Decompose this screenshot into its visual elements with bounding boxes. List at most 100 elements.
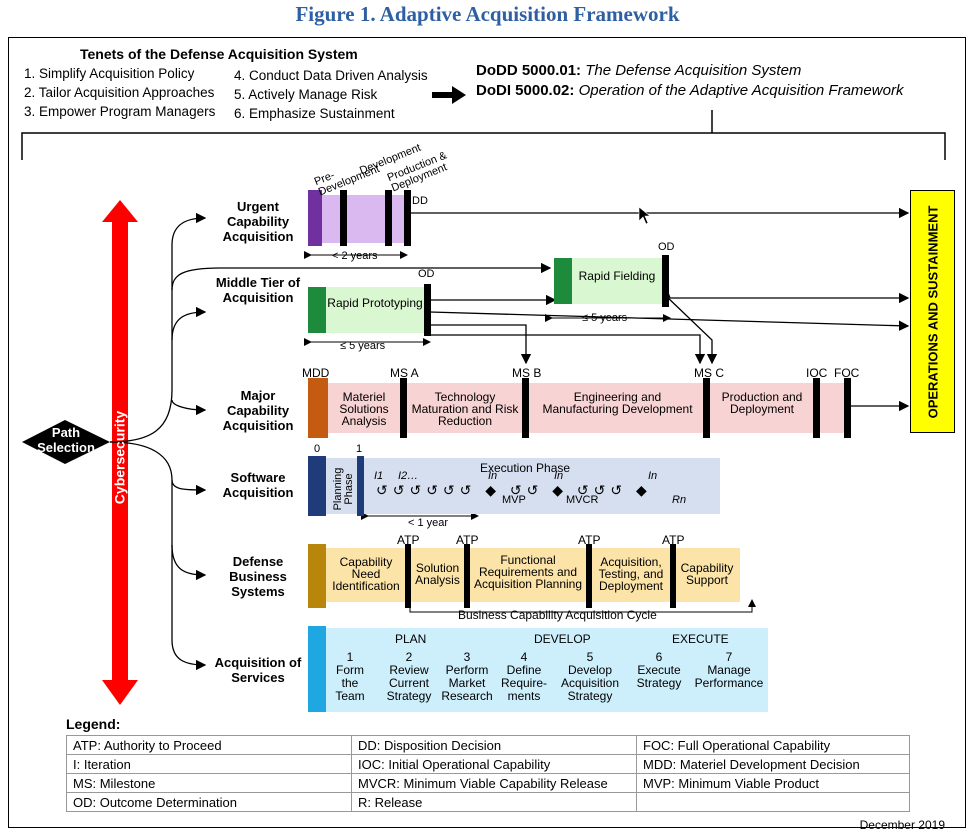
tenets-heading: Tenets of the Defense Acquisition System: [80, 46, 358, 62]
dbs-phase: Acquisition, Testing, and Deployment: [598, 555, 664, 593]
sw-i1: I1: [374, 470, 384, 482]
od-label: OD: [418, 268, 435, 280]
sw-bar: [326, 458, 720, 514]
path-selection-label: Path Selection: [37, 425, 95, 455]
cybersecurity-label: Cybersecurity: [111, 410, 128, 505]
urgent-tick: [404, 190, 411, 246]
urgent-bar: [322, 195, 410, 243]
legend-cell: MVP: Minimum Viable Product: [636, 773, 910, 793]
figure-title: Figure 1. Adaptive Acquisition Framework: [295, 2, 680, 26]
atp-label: ATP: [662, 533, 685, 547]
services-header: EXECUTE: [672, 632, 729, 646]
bracket: [21, 110, 946, 160]
major-label: Major Capability Acquisition: [222, 388, 294, 433]
legend-cell: MDD: Materiel Development Decision: [636, 754, 910, 774]
milestone-label: IOC: [806, 366, 828, 380]
tenet-item: 3. Empower Program Managers: [24, 104, 216, 119]
milestone-label: MS B: [512, 366, 542, 380]
mta-label: Middle Tier of Acquisition: [215, 275, 301, 305]
rp-label: Rapid Prototyping: [327, 296, 423, 310]
milestone-label: MS C: [694, 366, 724, 380]
rf-duration: ≤ 5 years: [582, 312, 628, 324]
legend-cell: IOC: Initial Operational Capability: [351, 754, 637, 774]
dbs-phase: Capability Support: [680, 561, 734, 587]
tenet-item: 5. Actively Manage Risk: [234, 87, 378, 102]
dodi-title: Operation of the Adaptive Acquisition Fr…: [578, 82, 904, 99]
milestone-label: MDD: [302, 366, 330, 380]
operations-box: OPERATIONS AND SUSTAINMENT: [910, 190, 955, 433]
dbs-phase: Capability Need Identification: [332, 555, 400, 593]
atp-label: ATP: [578, 533, 601, 547]
tenet-item: 6. Emphasize Sustainment: [234, 106, 395, 121]
urgent-tick: [340, 190, 347, 246]
major-tick: [703, 378, 710, 438]
legend-heading: Legend:: [66, 716, 121, 732]
services-label: Acquisition of Services: [214, 655, 302, 685]
legend-cell: R: Release: [351, 792, 637, 812]
rf-label: Rapid Fielding: [578, 269, 656, 283]
policy-arrow: [432, 86, 466, 104]
major-start: [308, 378, 328, 438]
dbs-phase: Functional Requirements and Acquisition …: [473, 553, 583, 591]
dbs-tick: [464, 544, 470, 608]
services-bar: [326, 628, 768, 712]
rp-start: [308, 287, 326, 333]
legend-cell: DD: Disposition Decision: [351, 735, 637, 755]
major-tick: [400, 378, 407, 438]
software-label: Software Acquisition: [222, 470, 294, 500]
sw-one: 1: [356, 443, 363, 455]
urgent-dd: DD: [412, 195, 428, 207]
dbs-tick: [670, 544, 676, 608]
operations-label: OPERATIONS AND SUSTAINMENT: [925, 205, 940, 418]
legend-cell: OD: Outcome Determination: [66, 792, 352, 812]
legend-cell: MS: Milestone: [66, 773, 352, 793]
services-header: DEVELOP: [534, 632, 591, 646]
major-phase: Technology Maturation and Risk Reduction: [411, 390, 519, 428]
services-header: PLAN: [395, 632, 427, 646]
legend-cell: ATP: Authority to Proceed: [66, 735, 352, 755]
sw-mvp: MVP: [502, 494, 526, 506]
urgent-duration: < 2 years: [332, 250, 378, 262]
urgent-start: [308, 190, 322, 246]
sw-duration: < 1 year: [408, 517, 449, 529]
dbs-tick: [586, 544, 592, 608]
milestone-label: FOC: [834, 366, 860, 380]
atp-label: ATP: [456, 533, 479, 547]
major-tick: [844, 378, 851, 438]
diagram-frame: [8, 37, 966, 828]
major-tick: [813, 378, 820, 438]
sw-rn: Rn: [672, 494, 687, 506]
tenet-item: 2. Tailor Acquisition Approaches: [24, 85, 215, 100]
atp-label: ATP: [397, 533, 420, 547]
urgent-label: Urgent Capability Acquisition: [222, 199, 294, 244]
legend-cell: I: Iteration: [66, 754, 352, 774]
dodd-code: DoDD 5000.01:: [476, 62, 582, 79]
dodi-code: DoDI 5000.02:: [476, 82, 575, 99]
urgent-tick: [385, 190, 392, 246]
dbs-cycle: Business Capability Acquisition Cycle: [458, 608, 657, 622]
sw-planning: Planning Phase: [332, 467, 355, 511]
date-label: December 2019: [859, 818, 945, 832]
rp-duration: ≤ 5 years: [340, 340, 386, 352]
major-phase: Materiel Solutions Analysis: [339, 390, 389, 428]
sw-tick: [357, 456, 364, 516]
dbs-label: Defense Business Systems: [229, 554, 287, 599]
sw-start: [308, 456, 326, 516]
tenet-item: 1. Simplify Acquisition Policy: [24, 66, 195, 81]
path-selection-diamond: [22, 420, 110, 464]
sw-mvcr: MVCR: [566, 494, 599, 506]
iteration-icons: ↺↺↺↺↺↺ ◆ ↺↺ ◆ ↺↺↺ ◆: [376, 482, 652, 498]
cybersecurity-arrow: [102, 200, 138, 705]
sw-in: In: [554, 470, 564, 482]
dodd-title: The Defense Acquisition System: [585, 62, 802, 79]
dbs-phase: Solution Analysis: [415, 561, 460, 587]
